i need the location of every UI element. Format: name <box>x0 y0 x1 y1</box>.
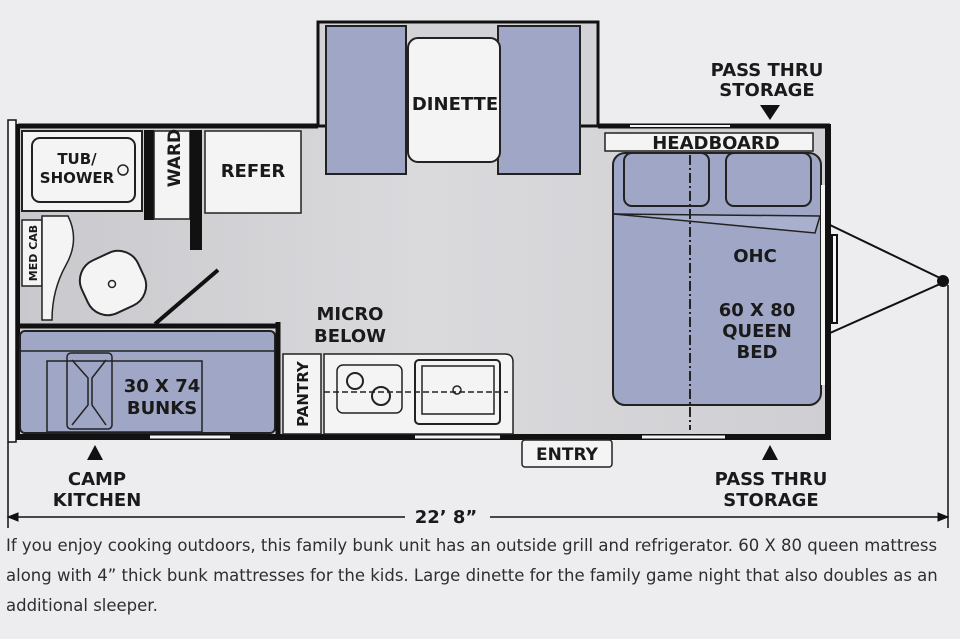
wardrobe: WARD <box>144 129 202 250</box>
ohc-label: OHC <box>733 246 777 267</box>
length-dimension: 22’ 8” <box>6 442 950 528</box>
dinette-label: DINETTE <box>412 94 498 115</box>
kitchen-label: KITCHEN <box>53 490 142 511</box>
toilet-icon <box>78 249 148 317</box>
entry-door: ENTRY <box>521 439 613 468</box>
tub-label: TUB/ <box>57 150 97 168</box>
arrow-up-icon <box>762 445 778 460</box>
description-caption: If you enjoy cooking outdoors, this fami… <box>6 536 938 615</box>
refer-label: REFER <box>221 161 286 182</box>
entry-label: ENTRY <box>536 445 599 465</box>
bed-size-label: 60 X 80 <box>719 300 796 321</box>
queen-bed: HEADBOARD OHC 60 X 80 QUEEN BED <box>604 132 825 430</box>
bed-type-label: QUEEN <box>722 321 792 342</box>
kitchen: MICRO BELOW PANTRY <box>282 304 514 435</box>
headboard-label: HEADBOARD <box>652 133 780 154</box>
dinette: DINETTE <box>316 20 600 175</box>
refrigerator: REFER <box>204 130 302 214</box>
bunks-size-label: 30 X 74 <box>124 376 201 397</box>
bunks-label: BUNKS <box>127 398 197 419</box>
ward-label: WARD <box>165 129 185 187</box>
door <box>153 268 220 326</box>
storage-top-label: STORAGE <box>719 80 814 101</box>
storage-bottom-label: STORAGE <box>723 490 818 511</box>
med-cab-label: MED CAB <box>27 225 40 281</box>
bathroom: TUB/ SHOWER MED CAB <box>20 130 280 329</box>
camp-label: CAMP <box>68 469 126 490</box>
pass-thru-bottom-label: PASS THRU <box>715 469 828 490</box>
floorplan: DINETTE HEADBOARD OHC 60 X 80 QUEEN BED <box>6 20 950 528</box>
grill-icon <box>66 352 113 430</box>
bunks: 30 X 74 BUNKS <box>19 322 281 437</box>
arrow-down-icon <box>760 105 780 120</box>
drain-icon <box>117 164 129 176</box>
stove-icon <box>336 364 403 414</box>
micro-below-label: BELOW <box>314 326 386 347</box>
arrow-up-icon <box>87 445 103 460</box>
trailer-tongue <box>829 224 949 528</box>
walls <box>7 119 831 443</box>
shower-label: SHOWER <box>40 169 115 187</box>
micro-label: MICRO <box>317 304 384 325</box>
pantry-label: PANTRY <box>294 360 312 427</box>
length-label: 22’ 8” <box>415 507 478 528</box>
bed-label: BED <box>737 342 778 363</box>
pass-thru-top-label: PASS THRU <box>711 60 824 81</box>
